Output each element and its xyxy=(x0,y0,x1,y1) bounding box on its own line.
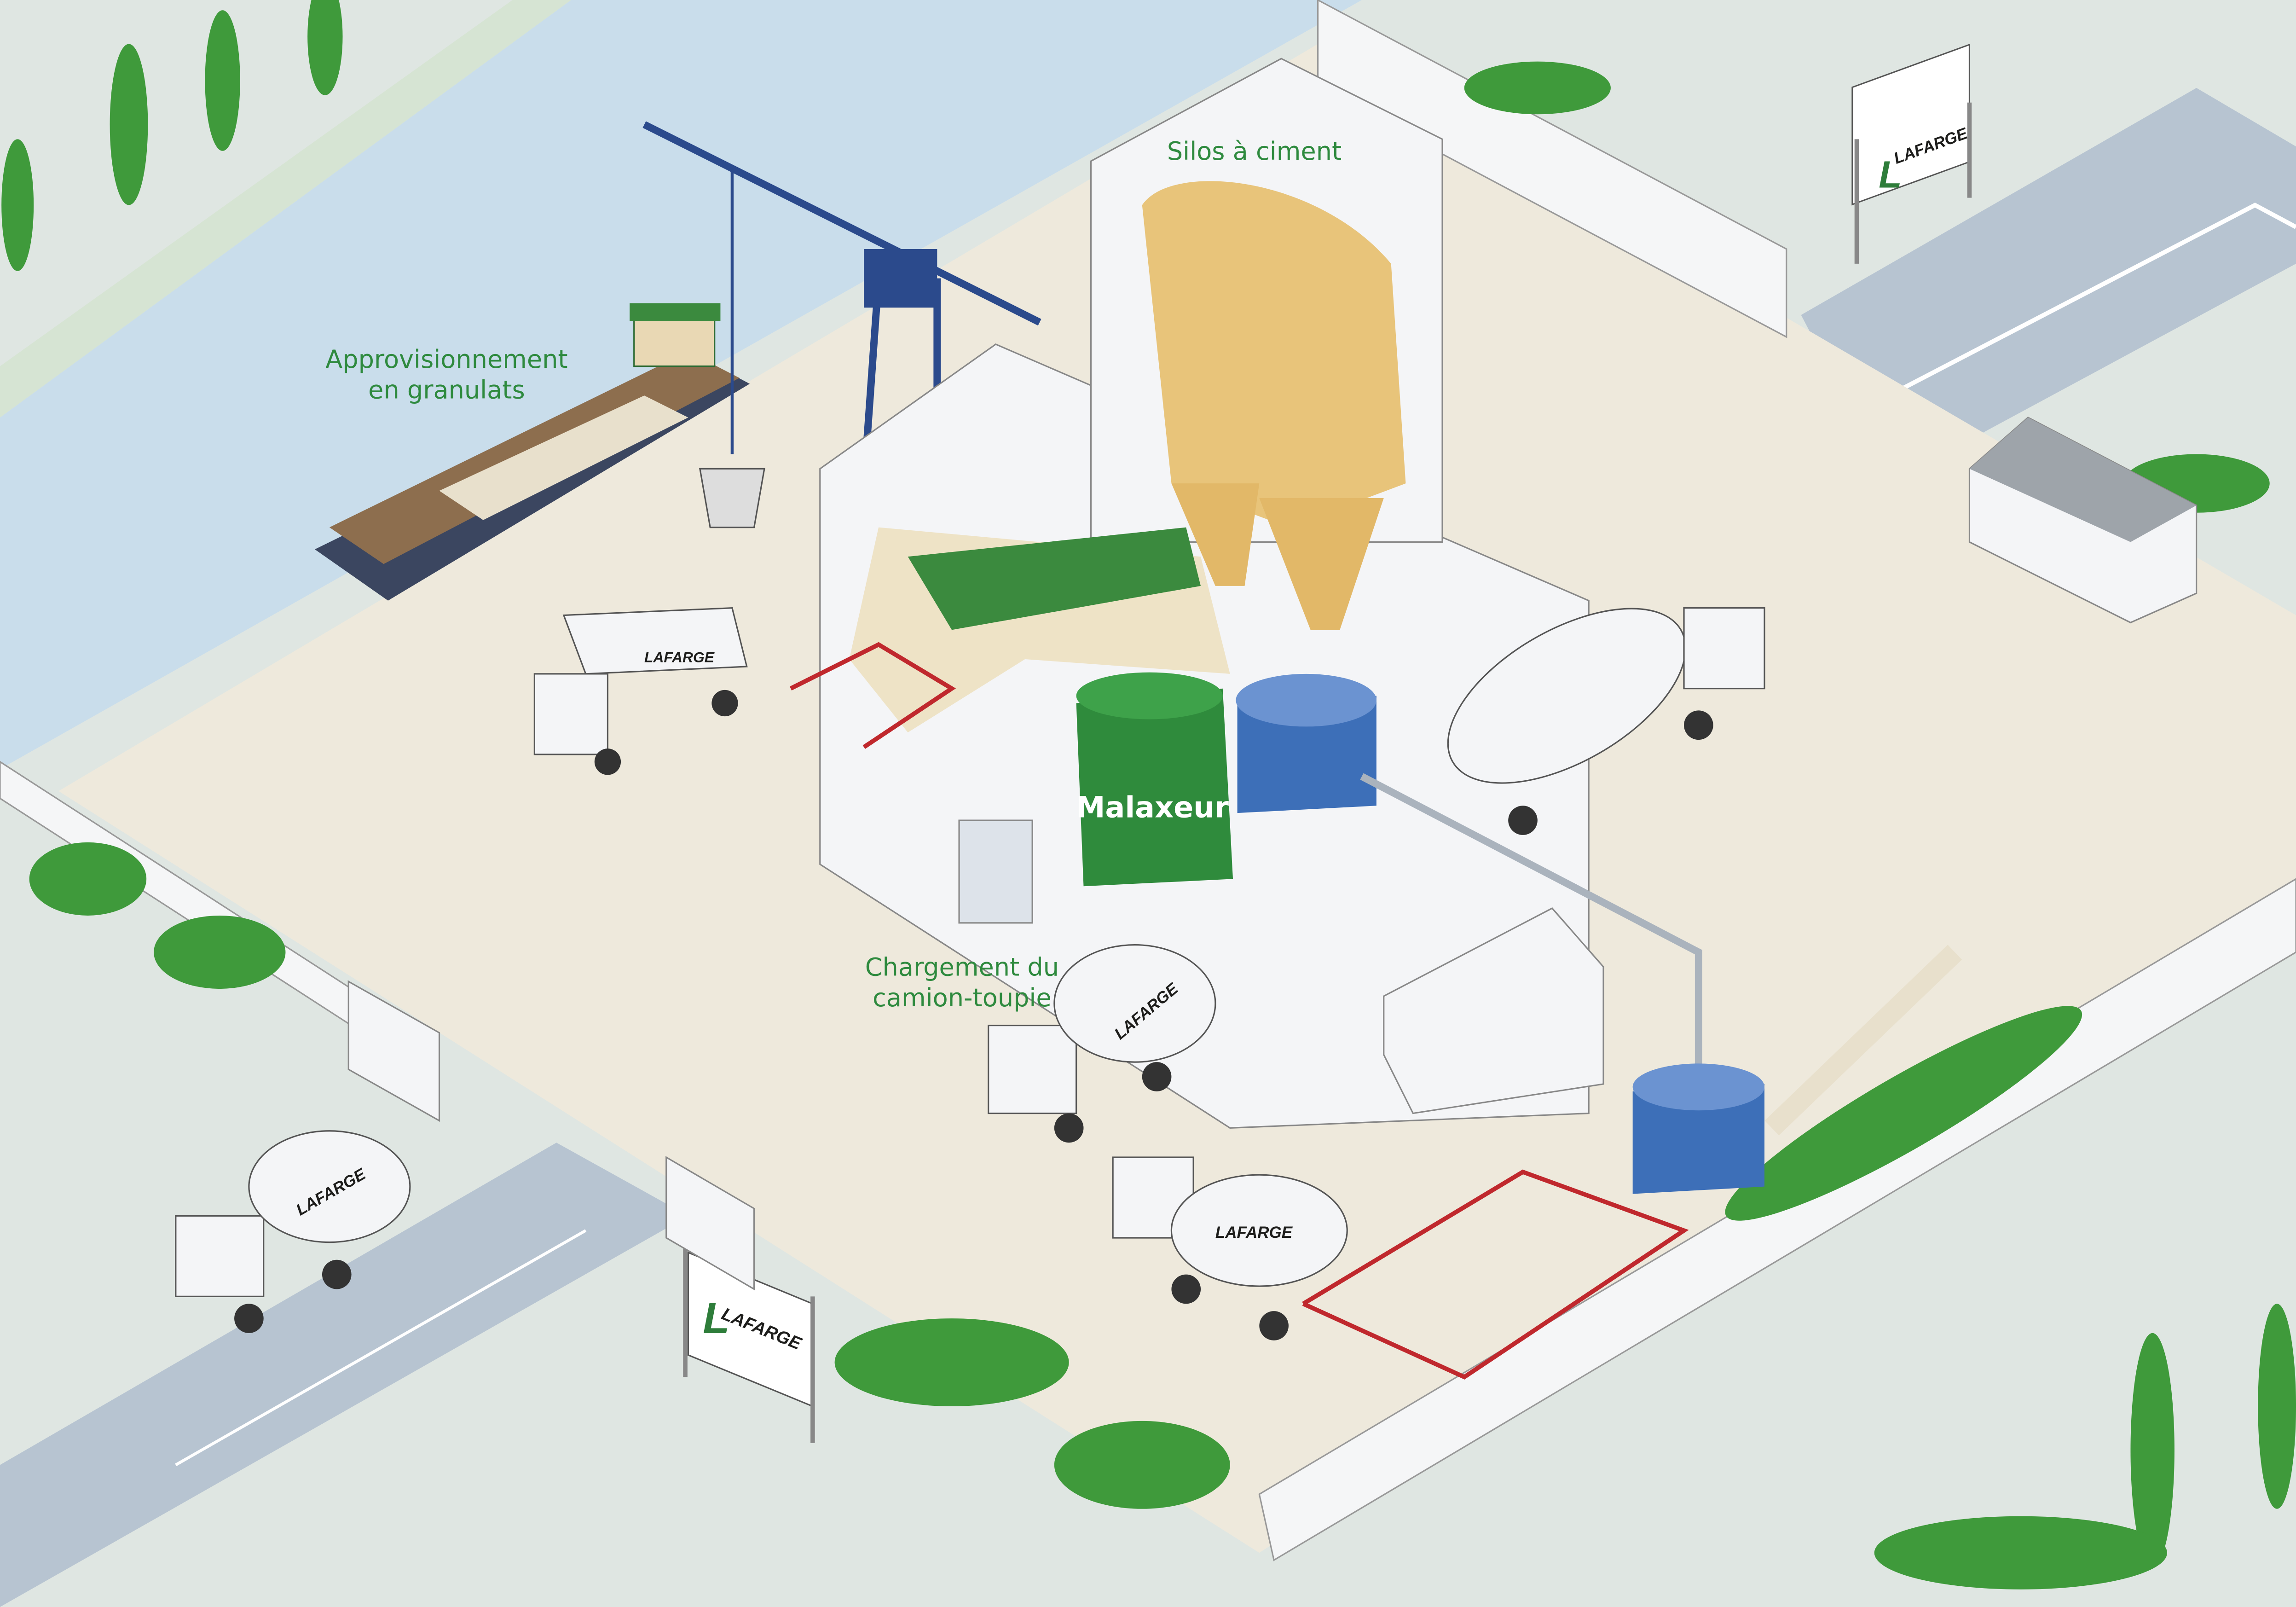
lafarge-sign: L LAFARGE xyxy=(1851,43,1972,264)
logo-letter: L xyxy=(1879,153,1902,196)
barge xyxy=(315,303,750,601)
truck-logo: LAFARGE xyxy=(644,649,715,665)
road-right xyxy=(1801,87,2296,484)
lafarge-sign: L LAFARGE xyxy=(683,1238,815,1443)
road-left xyxy=(0,1143,688,1607)
label-aggregate-supply-2: en granulats xyxy=(368,376,525,405)
silo-cone xyxy=(1259,498,1384,630)
river xyxy=(0,0,1362,769)
road-marking xyxy=(1888,203,2296,398)
additive-tanks xyxy=(958,819,1033,924)
truck-logo: LAFARGE xyxy=(1215,1224,1293,1242)
wall-back xyxy=(1317,0,1787,338)
cement-tanker-truck xyxy=(1447,607,1765,835)
water-tank xyxy=(1237,696,1376,813)
road-marking xyxy=(175,1229,587,1467)
mixer-truck xyxy=(988,944,1216,1143)
gate xyxy=(665,1156,755,1291)
cement-silos xyxy=(1142,181,1406,528)
office-building xyxy=(1383,907,1604,1114)
plant-building xyxy=(819,58,1604,1129)
gate xyxy=(347,980,440,1122)
railings xyxy=(790,642,1689,1380)
mixer-truck xyxy=(175,1130,411,1333)
crane-grab xyxy=(699,468,765,528)
conveyor xyxy=(1764,945,1962,1136)
mixer-truck xyxy=(1112,1156,1348,1340)
silo-cone xyxy=(1171,483,1260,586)
crane-cab xyxy=(864,249,937,308)
label-truck-loading-2: camion-toupie xyxy=(873,983,1052,1012)
label-aggregate-supply: Approvisionnement xyxy=(325,345,567,374)
pipe xyxy=(1360,773,1702,1084)
logo-letter: L xyxy=(703,1294,729,1343)
label-truck-loading: Chargement du xyxy=(865,952,1059,981)
label-mixer: Malaxeur xyxy=(1076,791,1229,825)
mixer xyxy=(1076,688,1233,887)
label-cement-silos: Silos à ciment xyxy=(1167,137,1342,166)
dump-truck xyxy=(533,607,748,775)
ground-tank xyxy=(1632,1084,1765,1194)
riverbank xyxy=(0,0,571,418)
aggregate-hopper xyxy=(908,527,1201,630)
